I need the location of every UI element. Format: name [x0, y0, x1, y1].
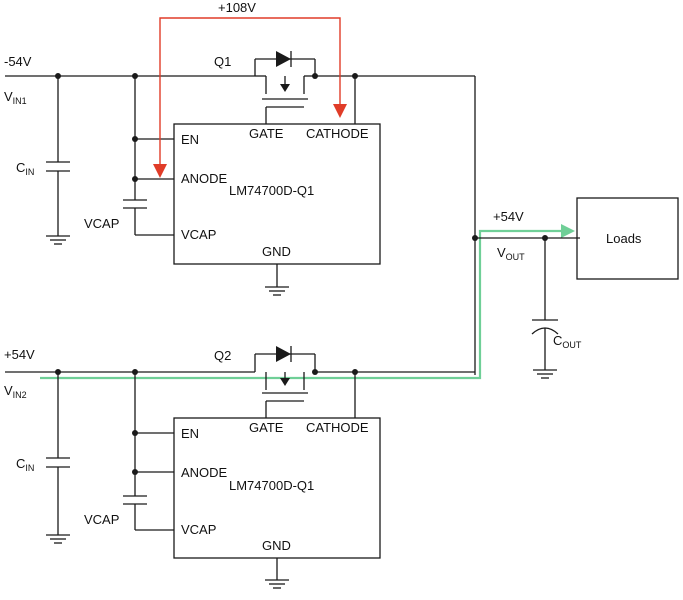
top-vcap-capacitor	[123, 199, 174, 236]
top-input-capacitor	[46, 76, 70, 245]
input2-cap-label: CIN	[16, 456, 34, 473]
input1-cap-label: CIN	[16, 160, 34, 177]
bottom-input-capacitor	[46, 372, 70, 544]
top-channel: +108V -54V VIN1 CIN Q1 VCAP EN ANODE VCA…	[4, 0, 476, 375]
input1-voltage-label: -54V	[4, 54, 32, 69]
output-cap-label: COUT	[553, 333, 582, 350]
bottom-channel: +54V VIN2 CIN Q2 VCAP EN ANODE VCAP GATE…	[4, 224, 575, 589]
output-name-label: VOUT	[497, 245, 525, 262]
bottom-vcap-capacitor	[123, 495, 174, 531]
chip2-vcap-pin: VCAP	[181, 522, 216, 537]
top-path-voltage-label: +108V	[218, 0, 256, 15]
q1-label: Q1	[214, 54, 231, 69]
q2-label: Q2	[214, 348, 231, 363]
output-capacitor	[531, 238, 559, 379]
chip1-gate-pin: GATE	[249, 126, 284, 141]
input2-voltage-label: +54V	[4, 347, 35, 362]
chip1-vcap-pin: VCAP	[181, 227, 216, 242]
chip2-gnd-pin: GND	[262, 538, 291, 553]
q2-mosfet-icon	[254, 346, 316, 418]
chip2-cathode-pin: CATHODE	[306, 420, 369, 435]
chip2-vcap-cap-label: VCAP	[84, 512, 119, 527]
chip1-vcap-cap-label: VCAP	[84, 216, 119, 231]
chip2-en-pin: EN	[181, 426, 199, 441]
chip2-part-number: LM74700D-Q1	[229, 478, 314, 493]
q1-mosfet-icon	[254, 51, 316, 124]
chip1-en-pin: EN	[181, 132, 199, 147]
forward-current-path	[40, 229, 565, 380]
output-voltage-label: +54V	[493, 209, 524, 224]
input1-name-label: VIN1	[4, 89, 27, 106]
loads-label: Loads	[606, 231, 642, 246]
loads-box	[576, 197, 679, 280]
chip2-anode-pin: ANODE	[181, 465, 228, 480]
output-ground-icon	[533, 369, 557, 379]
chip1-part-number: LM74700D-Q1	[229, 183, 314, 198]
input2-name-label: VIN2	[4, 383, 27, 400]
chip1-anode-pin: ANODE	[181, 171, 228, 186]
chip1-cathode-pin: CATHODE	[306, 126, 369, 141]
chip1-gnd-pin: GND	[262, 244, 291, 259]
reverse-voltage-arrow	[153, 17, 347, 178]
output-section: Loads +54V VOUT COUT	[472, 197, 679, 379]
chip1-ground-icon	[265, 264, 289, 296]
bottom-input-ground-icon	[46, 534, 70, 544]
top-input-ground-icon	[46, 235, 70, 245]
chip2-ground-icon	[265, 558, 289, 589]
chip2-gate-pin: GATE	[249, 420, 284, 435]
